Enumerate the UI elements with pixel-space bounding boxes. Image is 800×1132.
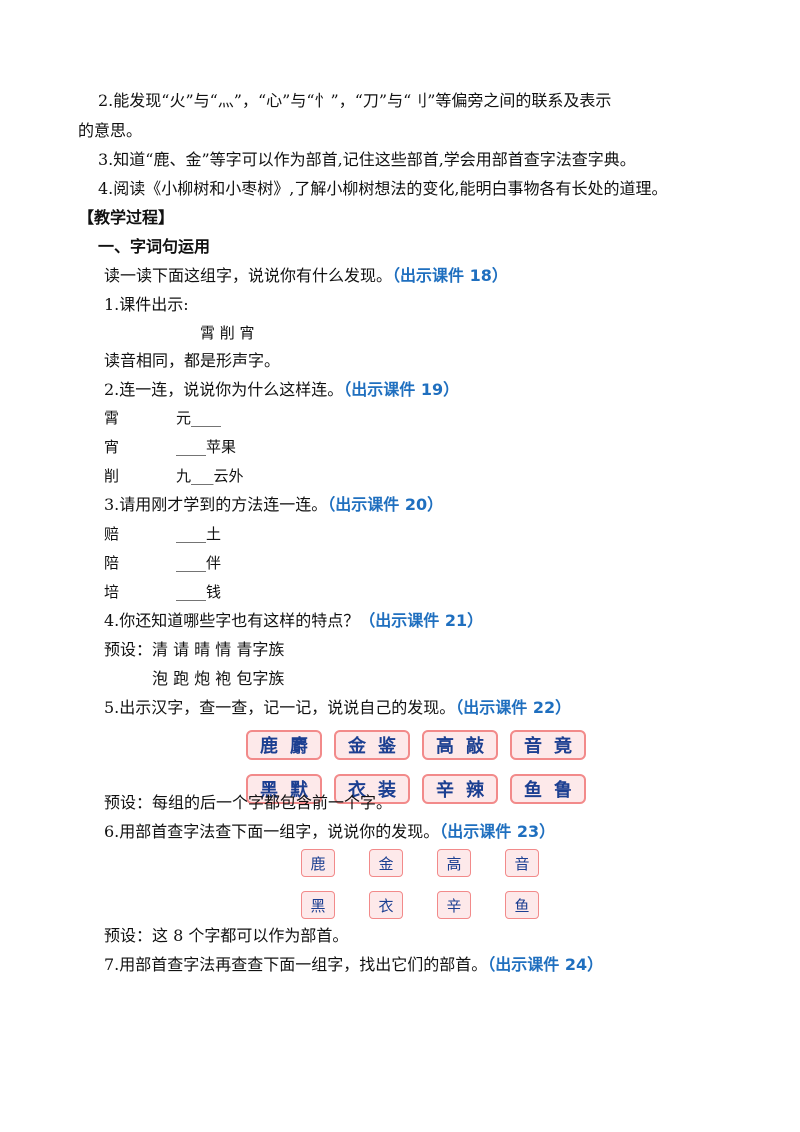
char-pair-box: 辛辣	[422, 774, 498, 804]
courseware-cue-18: （出示课件 18）	[392, 266, 508, 285]
courseware-cue-19: （出示课件 19）	[343, 380, 460, 399]
match-left: 霄	[104, 409, 120, 427]
step-7: 7.用部首查字法再查查下面一组字，找出它们的部首。（出示课件 24）	[104, 955, 603, 975]
radical-pair-grid: 鹿麝 金鉴 高敲 音竟 黑默 衣装 辛辣 鱼鲁	[246, 730, 586, 804]
char-pair-box: 衣装	[334, 774, 410, 804]
goal-3: 3.知道“鹿、金”等字可以作为部首,记住这些部首,学会用部首查字法查字典。	[98, 150, 636, 169]
char: 高	[436, 736, 454, 757]
read-text: 读一读下面这组字，说说你有什么发现。	[104, 266, 393, 285]
char: 黑	[260, 780, 278, 801]
char: 默	[290, 780, 308, 801]
goal-2-line-2: 的意思。	[78, 121, 143, 140]
radical-box: 鹿	[301, 849, 335, 877]
radical-grid: 鹿 金 高 音 黑 衣 辛 鱼	[301, 849, 539, 919]
match-right: 九___云外	[176, 467, 244, 485]
match-right: ____钱	[176, 583, 222, 601]
section-heading: 【教学过程】	[78, 208, 175, 227]
step-5: 5.出示汉字，查一查，记一记，说说自己的发现。（出示课件 22）	[104, 698, 571, 718]
match-left: 陪	[104, 554, 120, 572]
match-left: 赔	[104, 525, 120, 543]
step-3: 3.请用刚才学到的方法连一连。（出示课件 20）	[104, 495, 443, 515]
step-3-text: 3.请用刚才学到的方法连一连。	[104, 495, 328, 514]
step-2: 2.连一连，说说你为什么这样连。（出示课件 19）	[104, 380, 459, 400]
char: 辛	[436, 780, 454, 801]
step-4-text: 4.你还知道哪些字也有这样的特点？	[104, 611, 360, 630]
match-left: 削	[104, 467, 120, 485]
char: 敲	[466, 736, 484, 757]
char: 装	[378, 780, 396, 801]
char: 鹿	[260, 736, 278, 757]
radical-box: 音	[505, 849, 539, 877]
match-right: ____土	[176, 525, 222, 543]
step-7-text: 7.用部首查字法再查查下面一组字，找出它们的部首。	[104, 955, 488, 974]
radical-box: 衣	[369, 891, 403, 919]
goal-2-line-1: 2.能发现“火”与“灬”，“心”与“忄”，“刀”与“刂”等偏旁之间的联系及表示	[98, 91, 612, 110]
radical-box: 辛	[437, 891, 471, 919]
char: 竟	[554, 736, 572, 757]
step-6-preset: 预设：这 8 个字都可以作为部首。	[104, 926, 349, 945]
match-left: 培	[104, 583, 120, 601]
match-right: ____苹果	[176, 438, 237, 456]
step-5-preset: 预设：每组的后一个字都包含前一个字。	[104, 793, 393, 812]
step-6: 6.用部首查字法查下面一组字，说说你的发现。（出示课件 23）	[104, 822, 555, 842]
match-row: 霄	[104, 408, 119, 428]
radical-box: 黑	[301, 891, 335, 919]
courseware-cue-24: （出示课件 24）	[487, 955, 604, 974]
courseware-cue-21: （出示课件 21）	[359, 611, 484, 630]
char-pair-box: 金鉴	[334, 730, 410, 760]
char: 鉴	[378, 736, 396, 757]
courseware-cue-23: （出示课件 23）	[439, 822, 556, 841]
step-4-preset-2: 泡 跑 炮 袍 包字族	[152, 669, 285, 688]
char: 鲁	[554, 780, 572, 801]
char-pair-box: 音竟	[510, 730, 586, 760]
char: 音	[524, 736, 542, 757]
part-heading: 一、字词句运用	[98, 237, 211, 256]
radical-box: 高	[437, 849, 471, 877]
char-pair-box: 鹿麝	[246, 730, 322, 760]
char: 金	[348, 736, 366, 757]
goal-4: 4.阅读《小柳树和小枣树》,了解小柳树想法的变化,能明白事物各有长处的道理。	[98, 179, 668, 198]
match-right: 元____	[176, 409, 222, 427]
char: 辣	[466, 780, 484, 801]
step-4-preset-1: 预设：清 请 晴 情 青字族	[104, 640, 285, 659]
char: 鱼	[524, 780, 542, 801]
step-6-text: 6.用部首查字法查下面一组字，说说你的发现。	[104, 822, 440, 841]
read-instruction: 读一读下面这组字，说说你有什么发现。（出示课件 18）	[104, 266, 508, 286]
char: 衣	[348, 780, 366, 801]
step-1-note: 读音相同，都是形声字。	[104, 351, 281, 370]
char: 麝	[290, 736, 308, 757]
step-4: 4.你还知道哪些字也有这样的特点？（出示课件 21）	[104, 611, 483, 631]
radical-box: 金	[369, 849, 403, 877]
char-pair-box: 黑默	[246, 774, 322, 804]
courseware-cue-22: （出示课件 22）	[455, 698, 572, 717]
radical-box: 鱼	[505, 891, 539, 919]
match-left: 宵	[104, 438, 120, 456]
courseware-cue-20: （出示课件 20）	[327, 495, 444, 514]
step-5-text: 5.出示汉字，查一查，记一记，说说自己的发现。	[104, 698, 456, 717]
char-pair-box: 高敲	[422, 730, 498, 760]
match-right: ____伴	[176, 554, 222, 572]
step-2-text: 2.连一连，说说你为什么这样连。	[104, 380, 344, 399]
char-pair-box: 鱼鲁	[510, 774, 586, 804]
step-1: 1.课件出示:	[104, 295, 189, 314]
step-1-chars: 霄 削 宵	[200, 324, 255, 342]
